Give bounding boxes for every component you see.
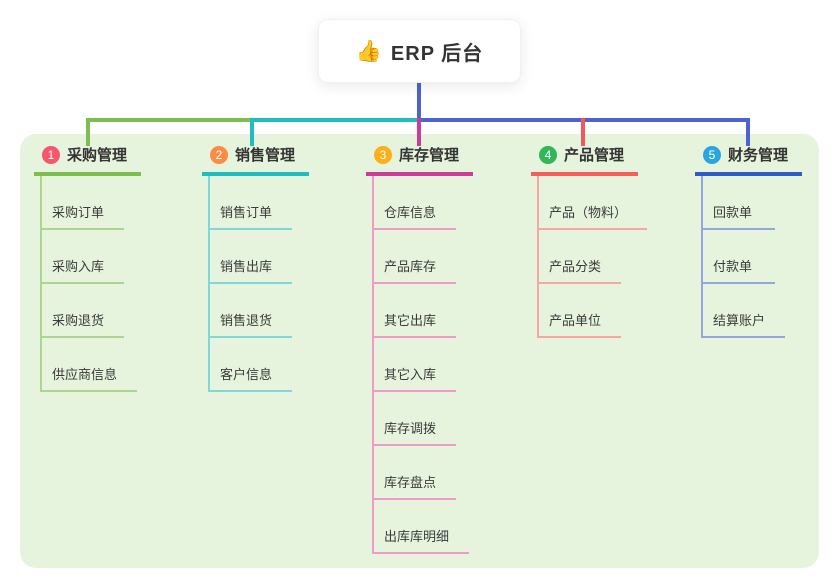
branch-vertical-line (40, 176, 42, 392)
child-item[interactable]: 产品单位 (537, 284, 622, 338)
branch: 1 采购管理 采购订单采购入库采购退货供应商信息 (34, 144, 142, 392)
child-item[interactable]: 仓库信息 (372, 176, 457, 230)
child-item[interactable]: 其它入库 (372, 338, 457, 392)
branch-number-badge: 4 (539, 145, 557, 164)
child-label: 其它入库 (384, 367, 437, 382)
connector-segment (86, 118, 252, 122)
branch-label: 产品管理 (564, 147, 625, 164)
branch-drop-line (86, 118, 90, 146)
child-label: 其它出库 (384, 313, 437, 328)
branch-vertical-line (701, 176, 703, 338)
connector-stem (417, 83, 421, 122)
child-label: 回款单 (713, 205, 753, 220)
child-label: 付款单 (713, 259, 753, 274)
child-item[interactable]: 销售订单 (208, 176, 293, 230)
branch-drop-line (746, 118, 750, 146)
branch-header[interactable]: 4 产品管理 (531, 144, 639, 176)
child-label: 销售出库 (220, 259, 273, 274)
branch-label: 销售管理 (235, 147, 296, 164)
child-item[interactable]: 其它出库 (372, 284, 457, 338)
child-item[interactable]: 产品分类 (537, 230, 622, 284)
child-label: 客户信息 (220, 367, 273, 382)
child-item[interactable]: 采购订单 (40, 176, 125, 230)
branch-drop-line (250, 118, 254, 146)
root-node[interactable]: 👍 ERP 后台 (318, 19, 521, 83)
branch-drop-line (417, 118, 421, 146)
branch-number-badge: 3 (374, 145, 392, 164)
branch-children: 采购订单采购入库采购退货供应商信息 (40, 176, 138, 392)
branch: 4 产品管理 产品（物料） 产品分类产品单位 (531, 144, 648, 338)
child-item[interactable]: 回款单 (701, 176, 775, 230)
branch: 5 财务管理 回款单付款单结算账户 (695, 144, 803, 338)
child-label: 产品库存 (384, 259, 437, 274)
child-label: 出库库明细 (384, 529, 450, 544)
child-label: 供应商信息 (52, 367, 118, 382)
child-label: 库存盘点 (384, 475, 437, 490)
branch-children: 销售订单销售出库销售退货客户信息 (208, 176, 293, 392)
branch: 3 库存管理 仓库信息产品库存其它出库其它入库库存调拨库存盘点出库库明细 (366, 144, 474, 554)
branch-drop-line (581, 118, 585, 146)
branch-header[interactable]: 5 财务管理 (695, 144, 803, 176)
child-item[interactable]: 结算账户 (701, 284, 786, 338)
child-item[interactable]: 出库库明细 (372, 500, 470, 554)
branch-children: 回款单付款单结算账户 (701, 176, 786, 338)
child-item[interactable]: 库存调拨 (372, 392, 457, 446)
child-label: 产品分类 (549, 259, 602, 274)
child-item[interactable]: 产品库存 (372, 230, 457, 284)
child-label: 销售订单 (220, 205, 273, 220)
child-label: 采购退货 (52, 313, 105, 328)
child-label: 销售退货 (220, 313, 273, 328)
root-title: ERP 后台 (390, 42, 484, 65)
child-item[interactable]: 销售退货 (208, 284, 293, 338)
child-label: 结算账户 (713, 313, 766, 328)
branch-label: 采购管理 (67, 147, 128, 164)
child-label: 库存调拨 (384, 421, 437, 436)
child-item[interactable]: 产品（物料） (537, 176, 648, 230)
branch-children: 产品（物料） 产品分类产品单位 (537, 176, 648, 338)
branch-vertical-line (537, 176, 539, 338)
child-label: 采购订单 (52, 205, 105, 220)
branches-panel (20, 134, 819, 568)
child-item[interactable]: 库存盘点 (372, 446, 457, 500)
branch-number-badge: 1 (42, 145, 60, 164)
branch-number-badge: 5 (703, 145, 721, 164)
branch-label: 财务管理 (728, 147, 789, 164)
branch-vertical-line (372, 176, 374, 554)
child-item[interactable]: 付款单 (701, 230, 775, 284)
branch-label: 库存管理 (399, 147, 460, 164)
child-item[interactable]: 采购退货 (40, 284, 125, 338)
branch-header[interactable]: 3 库存管理 (366, 144, 474, 176)
child-item[interactable]: 供应商信息 (40, 338, 138, 392)
branch-number-badge: 2 (210, 145, 228, 164)
branch-header[interactable]: 2 销售管理 (202, 144, 310, 176)
child-item[interactable]: 销售出库 (208, 230, 293, 284)
branch-children: 仓库信息产品库存其它出库其它入库库存调拨库存盘点出库库明细 (372, 176, 470, 554)
branch: 2 销售管理 销售订单销售出库销售退货客户信息 (202, 144, 310, 392)
child-label: 采购入库 (52, 259, 105, 274)
child-label: 产品单位 (549, 313, 602, 328)
thumbs-up-icon: 👍 (355, 39, 382, 63)
child-label: 产品（物料） (549, 205, 628, 220)
branch-header[interactable]: 1 采购管理 (34, 144, 142, 176)
connector-segment (252, 118, 419, 122)
branch-vertical-line (208, 176, 210, 392)
child-item[interactable]: 采购入库 (40, 230, 125, 284)
child-item[interactable]: 客户信息 (208, 338, 293, 392)
child-label: 仓库信息 (384, 205, 437, 220)
